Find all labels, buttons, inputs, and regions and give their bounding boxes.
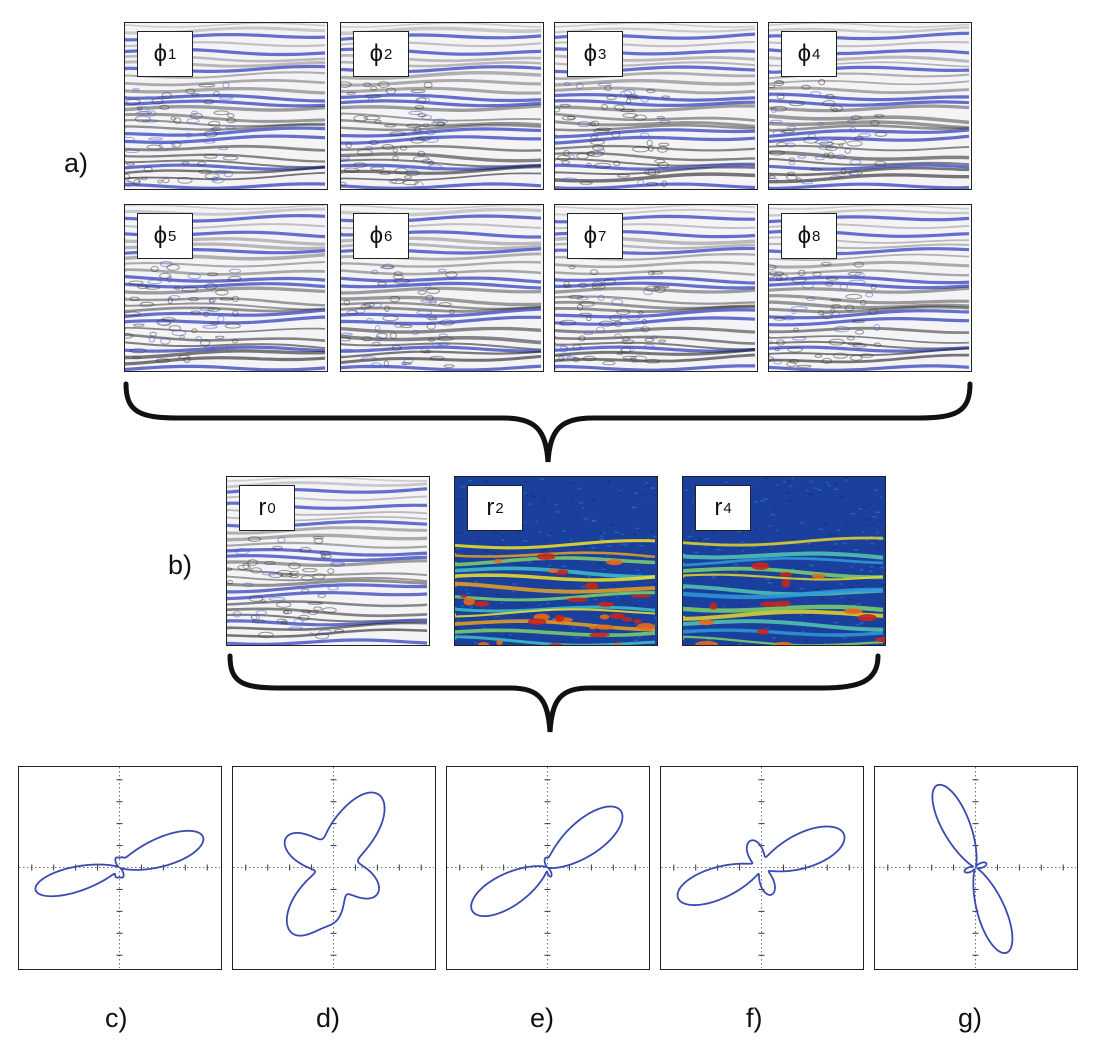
seismic-texture [555, 205, 757, 371]
brace-bottom [227, 653, 881, 733]
polar-plot-g [874, 766, 1078, 970]
polar-axes [875, 767, 1076, 968]
seismic-texture [683, 477, 885, 645]
label-a: a) [64, 148, 89, 178]
seismic-texture [227, 477, 429, 645]
polar-plot-f [660, 766, 864, 970]
label-f: f) [746, 1003, 763, 1033]
label-d: d) [316, 1003, 341, 1033]
polar-axes [233, 767, 434, 968]
label-e: e) [530, 1003, 555, 1033]
label-g: g) [958, 1003, 983, 1033]
label-c: c) [105, 1003, 128, 1033]
polar-curve [470, 805, 624, 918]
polar-axes [661, 767, 862, 968]
polar-plot-d [232, 766, 436, 970]
polar-plot-c [18, 766, 222, 970]
seismic-texture [455, 477, 657, 645]
polar-axes [19, 767, 220, 968]
polar-curve [931, 783, 1014, 954]
polar-plot-e [446, 766, 650, 970]
label-b: b) [168, 550, 193, 580]
seismic-texture [769, 23, 971, 189]
brace-top [123, 381, 973, 463]
seismic-texture [341, 205, 543, 371]
polar-curve [34, 829, 205, 898]
polar-curve [676, 825, 846, 906]
polar-curve [283, 791, 386, 937]
